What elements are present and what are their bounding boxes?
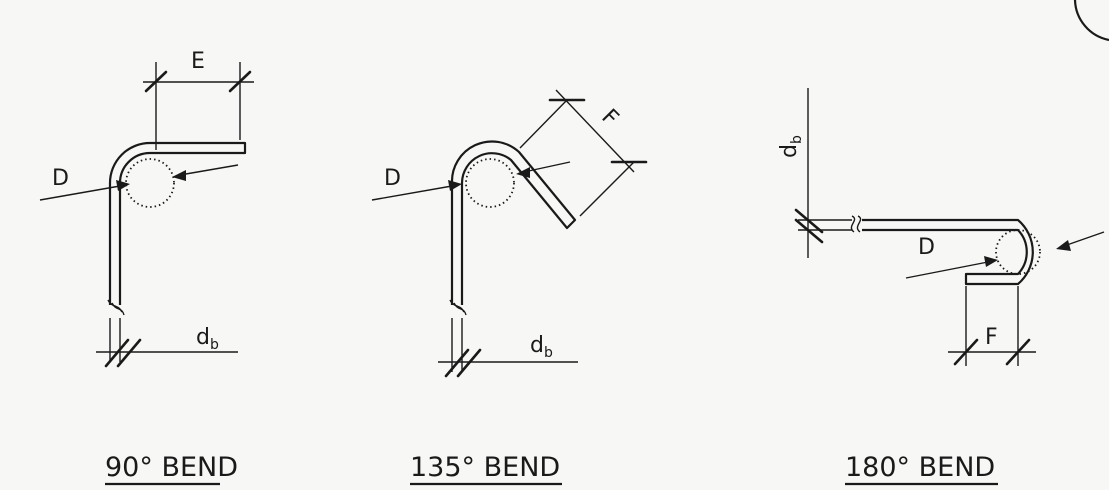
bend-135-extension-label: F bbox=[596, 105, 623, 132]
bend-180-break bbox=[850, 215, 862, 233]
bend-90-d-arrow-line bbox=[39, 185, 121, 201]
bend-90-db-tick-2 bbox=[116, 338, 142, 368]
bend-135-caption: 135° BEND bbox=[410, 452, 560, 483]
bend-90-diameter-label: D bbox=[52, 166, 69, 191]
bend-135-diameter-label: D bbox=[384, 166, 401, 191]
bend-180-d-arrow-line-right bbox=[1063, 231, 1105, 247]
bend-135-d-arrow-line bbox=[371, 185, 453, 201]
bend-90-d-arrowhead bbox=[116, 180, 130, 191]
bend-180-f-tick-right bbox=[1005, 338, 1031, 366]
bend-135-d-arrowhead bbox=[448, 180, 462, 191]
bend-90-caption: 90° BEND bbox=[105, 452, 238, 483]
corner-circle-fragment bbox=[1073, 0, 1109, 42]
bend-135-d-arrow-line-right bbox=[523, 161, 571, 173]
bend-180-pin-circle bbox=[995, 229, 1041, 275]
bend-180-db-tick-2 bbox=[794, 218, 824, 244]
bend-90-group: D E db 90° BEND bbox=[39, 49, 254, 486]
bend-180-bar-label: db bbox=[777, 135, 805, 158]
bend-90-extension-label: E bbox=[191, 49, 205, 74]
bend-135-pin-circle bbox=[465, 158, 515, 208]
bend-180-f-tick-left bbox=[953, 338, 979, 366]
bend-90-d-arrowhead-right bbox=[172, 170, 186, 181]
bend-90-bar-label: db bbox=[196, 325, 219, 353]
bend-135-bar bbox=[450, 140, 577, 305]
bend-90-db-tick-1 bbox=[104, 338, 130, 368]
bend-135-group: D F db 135° BEND bbox=[371, 89, 648, 486]
bend-135-f-dim-line bbox=[555, 89, 635, 173]
bend-90-d-arrow-line-right bbox=[179, 164, 239, 176]
bend-180-extension-label: F bbox=[985, 325, 998, 350]
bend-90-e-tick-left bbox=[144, 70, 168, 93]
bend-180-d-arrowhead-right bbox=[1056, 240, 1071, 251]
bend-180-caption: 180° BEND bbox=[845, 452, 995, 483]
bend-180-group: D db F 180° BEND bbox=[777, 88, 1105, 486]
bend-135-f-ext-2 bbox=[579, 161, 635, 217]
bend-90-bar bbox=[108, 141, 247, 305]
bend-135-f-ext-1 bbox=[519, 99, 568, 149]
bend-180-bar bbox=[862, 218, 1034, 286]
bend-90-e-tick-right bbox=[228, 70, 252, 93]
bend-90-pin-circle bbox=[125, 158, 175, 208]
bend-180-db-tick-1 bbox=[794, 208, 824, 234]
bend-135-bar-label: db bbox=[530, 333, 553, 361]
bend-135-break bbox=[449, 299, 467, 316]
bend-135-d-arrowhead-right bbox=[516, 167, 530, 178]
bend-180-d-arrow-line bbox=[905, 261, 989, 279]
bend-135-db-tick-2 bbox=[456, 348, 482, 378]
bend-180-d-arrowhead bbox=[984, 256, 998, 267]
bend-135-db-tick-1 bbox=[444, 348, 470, 378]
bend-90-break bbox=[107, 299, 125, 316]
bend-180-diameter-label: D bbox=[918, 235, 935, 260]
